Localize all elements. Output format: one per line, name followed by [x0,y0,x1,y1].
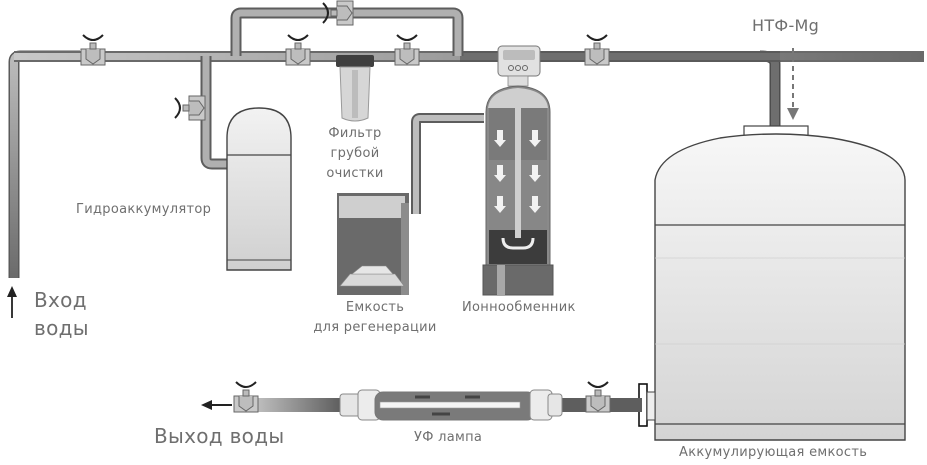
label-coarse-filter: Фильтр грубой очистки [318,124,392,184]
label-uv-lamp: УФ лампа [414,430,483,445]
label-ion-exchanger: Ионнообменник [462,300,576,315]
inlet-arrow-icon [7,286,17,318]
pipe-accumulator [200,56,228,170]
valve-inlet-icon[interactable] [80,34,106,66]
storage-tank-icon [638,125,906,441]
label-coarse-filter-line2: грубой [330,146,380,161]
label-regeneration-tank-line1: Емкость [345,300,405,315]
label-hydro-accumulator: Гидроаккумулятор [76,202,212,217]
label-regeneration-tank: Емкость для регенерации [300,298,450,338]
reagent-dosing-arrow [787,48,799,120]
label-water-outlet: Выход воды [154,424,285,448]
valve-accumulator-icon[interactable] [174,95,206,121]
valve-after-filter-icon[interactable] [394,34,420,66]
pipe-outlet [250,398,642,412]
label-regeneration-tank-line2: для регенерации [313,320,437,335]
ion-exchanger-icon [482,45,554,296]
label-coarse-filter-line1: Фильтр [328,126,382,141]
uv-lamp-icon [339,389,563,421]
hydro-accumulator-icon [226,107,292,271]
valve-before-filter-icon[interactable] [285,34,311,66]
label-water-inlet: Вход воды [34,286,89,342]
valve-outlet-tank-icon[interactable] [585,381,611,413]
label-coarse-filter-line3: очистки [326,166,384,181]
label-water-inlet-line1: Вход [34,288,87,312]
label-reagent: НТФ-Mg [752,16,820,35]
regeneration-tank-icon [337,193,409,295]
label-storage-tank: Аккумулирующая емкость [679,445,868,460]
pipe-brine [411,113,484,214]
pipe-inlet [8,50,80,278]
coarse-filter-icon [336,55,374,122]
outlet-arrow-icon [201,400,232,410]
label-water-inlet-line2: воды [34,316,89,340]
pipe-to-storage [460,50,781,126]
valve-outlet-icon[interactable] [233,381,259,413]
valve-bypass-icon[interactable] [322,0,354,26]
valve-after-softener-icon[interactable] [584,34,610,66]
